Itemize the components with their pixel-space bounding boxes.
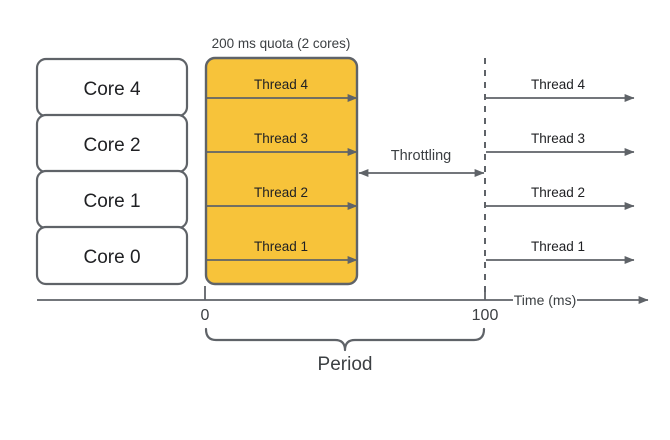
quota-thread-1: Thread 1 <box>206 239 358 264</box>
core-stack: Core 4 Core 2 Core 1 Core 0 <box>35 57 189 286</box>
thread-label: Thread 3 <box>531 131 585 146</box>
core-box-label: Core 1 <box>83 191 140 212</box>
core-box-2[interactable]: Core 1 <box>35 169 189 230</box>
axis-tick-label-100: 100 <box>472 307 499 324</box>
thread-label: Thread 2 <box>531 185 585 200</box>
quota-caption: 200 ms quota (2 cores) <box>212 36 351 51</box>
throttling-label: Throttling <box>391 148 451 164</box>
core-box-label: Core 2 <box>83 135 140 156</box>
thread-label: Thread 4 <box>254 77 309 92</box>
thread-label: Thread 1 <box>254 239 308 254</box>
thread-label: Thread 2 <box>254 185 308 200</box>
quota-thread-4: Thread 4 <box>206 77 358 102</box>
resumed-thread-stack: Thread 4 Thread 3 Thread 2 Thread 1 <box>486 77 635 264</box>
thread-label: Thread 4 <box>531 77 586 92</box>
period-brace-group: Period <box>204 327 486 375</box>
resumed-thread-4: Thread 4 <box>486 77 635 102</box>
throttling-annotation: Throttling <box>358 148 485 177</box>
thread-label: Thread 3 <box>254 131 308 146</box>
axis-label-time: Time (ms) <box>514 292 576 308</box>
thread-label: Thread 1 <box>531 239 585 254</box>
core-box-1[interactable]: Core 2 <box>35 113 189 174</box>
core-box-label: Core 0 <box>83 247 140 268</box>
core-box-0[interactable]: Core 4 <box>35 57 189 118</box>
quota-thread-3: Thread 3 <box>206 131 358 156</box>
period-label: Period <box>318 354 373 375</box>
core-box-label: Core 4 <box>83 79 140 100</box>
quota-thread-2: Thread 2 <box>206 185 358 210</box>
axis-tick-label-0: 0 <box>201 307 210 324</box>
period-brace <box>204 327 486 352</box>
core-box-3[interactable]: Core 0 <box>35 225 189 286</box>
quota-block[interactable]: Thread 4 Thread 3 Thread 2 Thread 1 <box>204 56 359 286</box>
resumed-thread-2: Thread 2 <box>486 185 635 210</box>
resumed-thread-3: Thread 3 <box>486 131 635 156</box>
time-axis: Time (ms) 0 100 <box>37 286 649 324</box>
resumed-thread-1: Thread 1 <box>486 239 635 264</box>
